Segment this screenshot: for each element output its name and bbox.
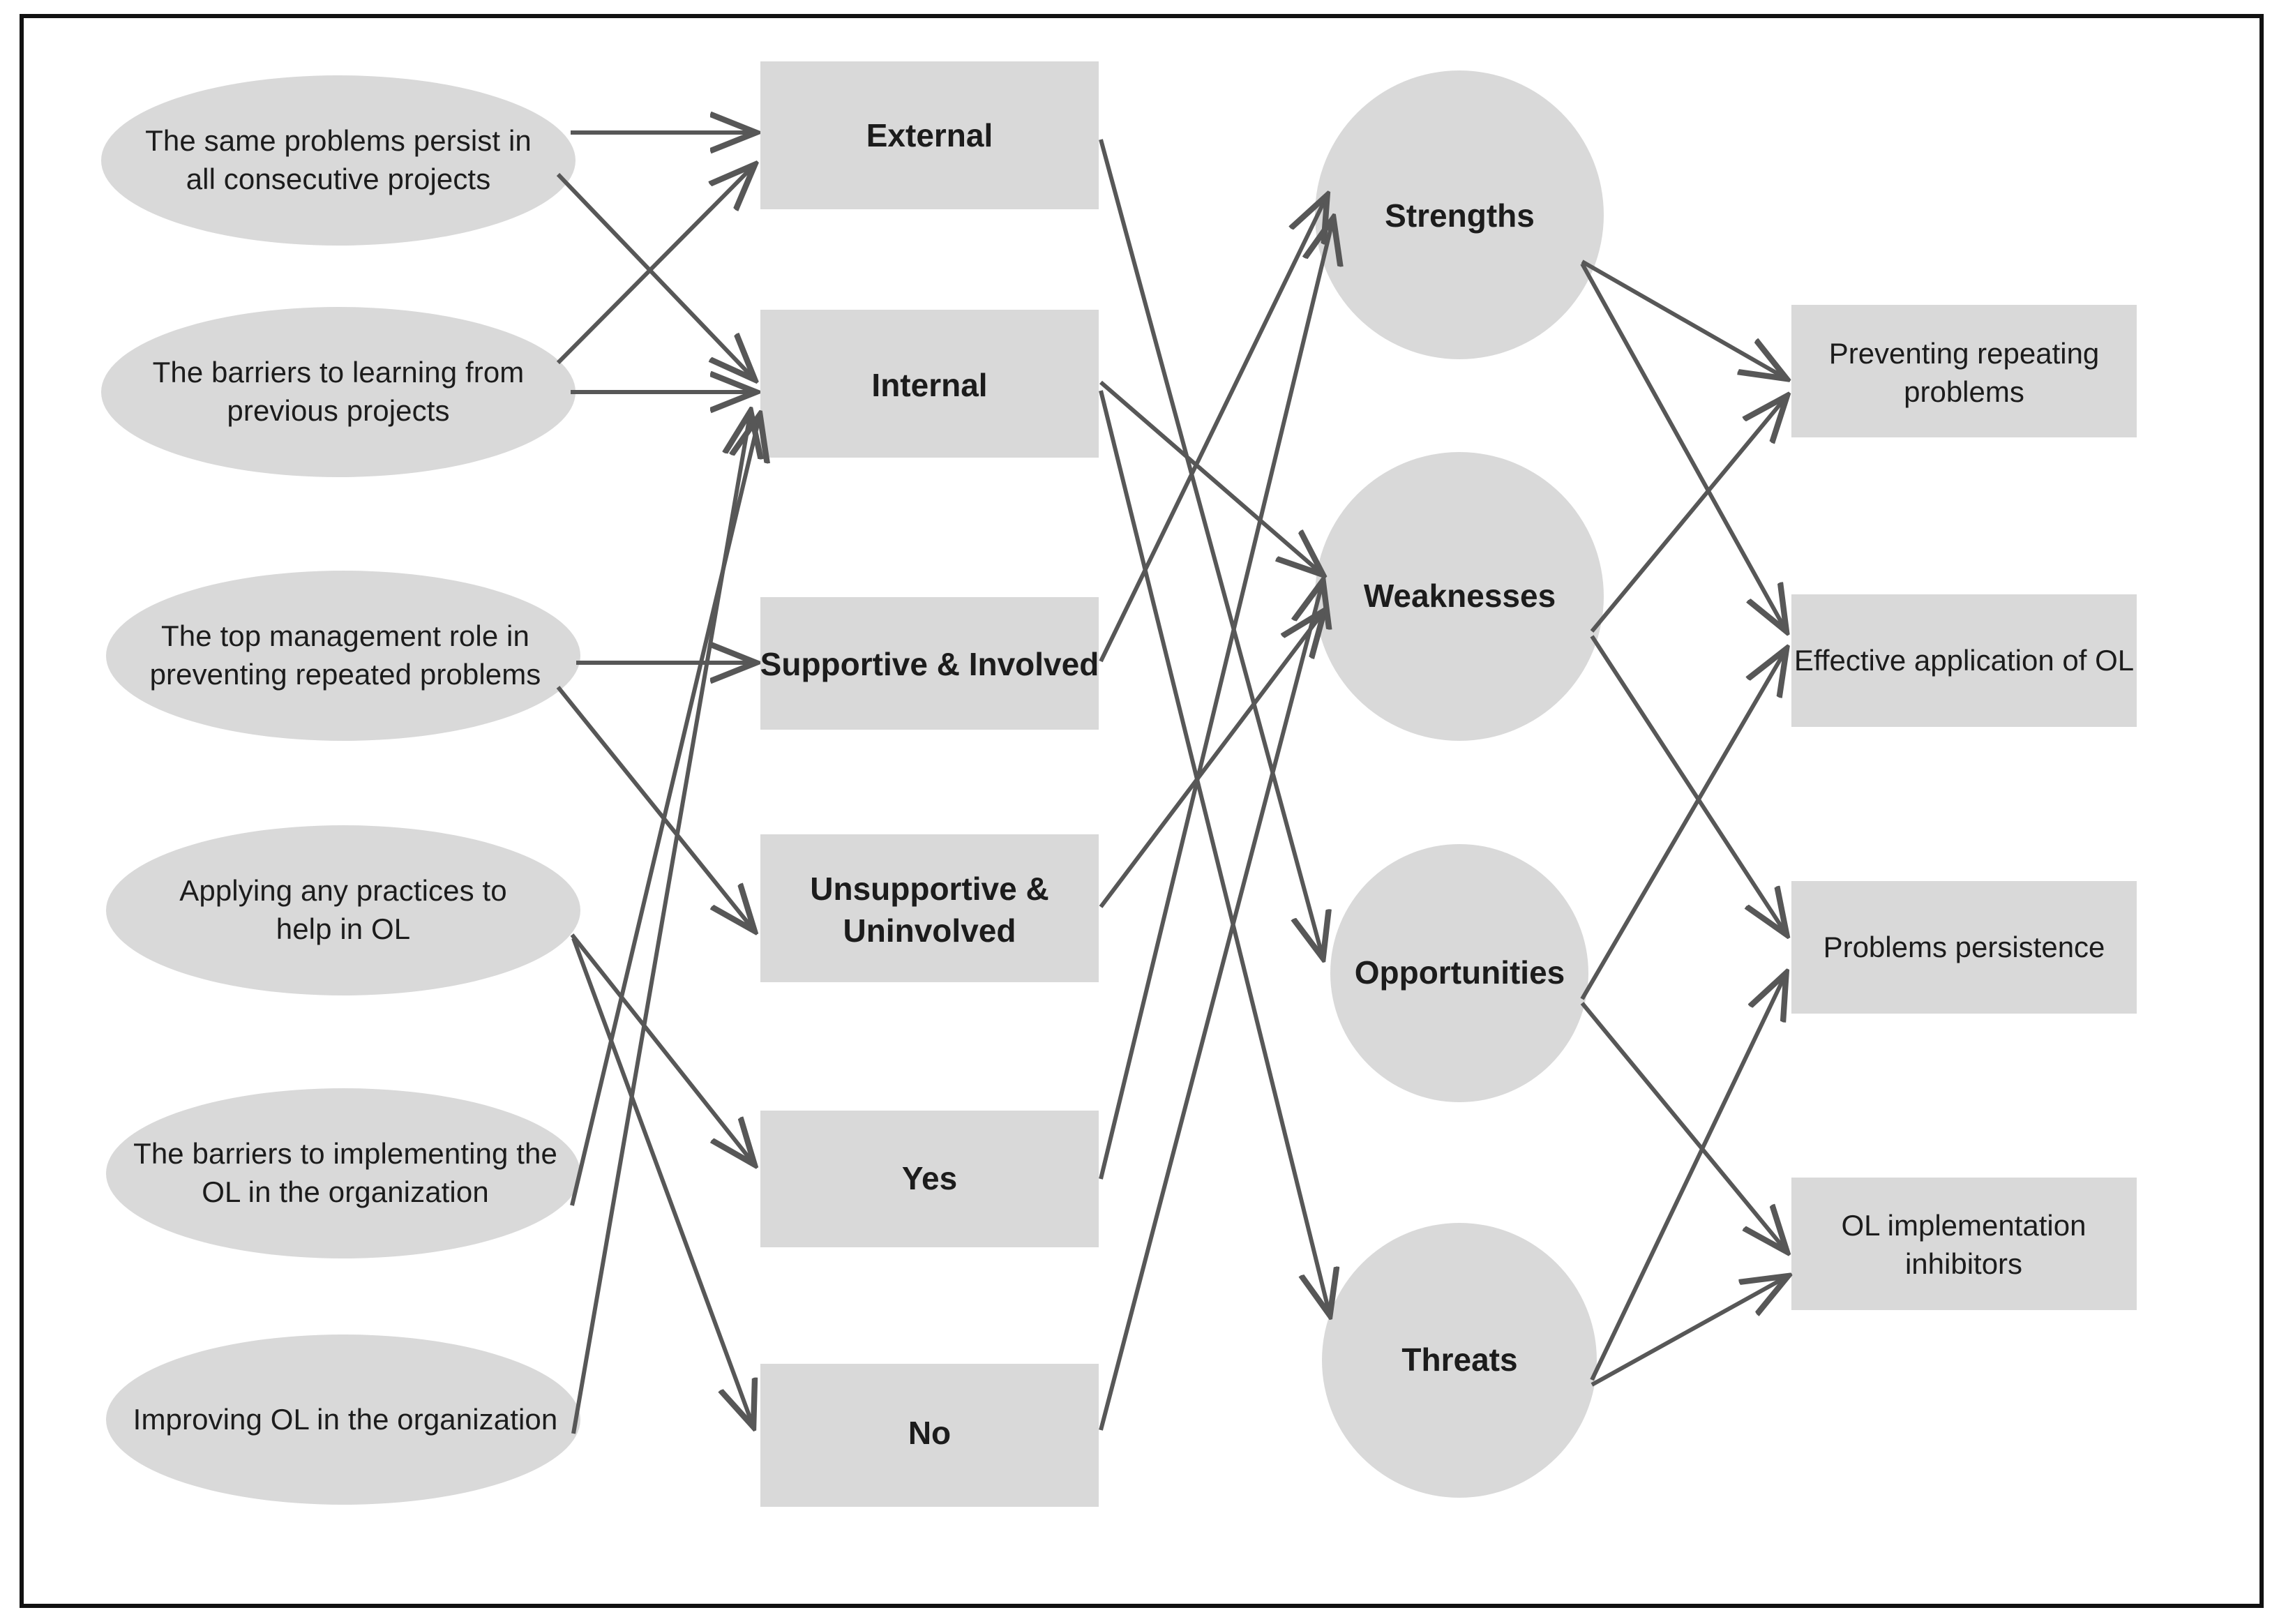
edge-c2-s4	[1099, 390, 1329, 1311]
category-rect-c2[interactable]	[760, 310, 1099, 458]
edge-c3-s1	[1099, 199, 1325, 663]
edge-q4-c5	[570, 933, 752, 1161]
outcome-rect-o2[interactable]	[1791, 594, 2137, 727]
edge-s2-o3	[1590, 635, 1784, 931]
category-rect-c6[interactable]	[760, 1364, 1099, 1507]
category-rect-c5[interactable]	[760, 1111, 1099, 1247]
outcome-rect-o4[interactable]	[1791, 1178, 2137, 1310]
question-ellipse-q4[interactable]	[106, 825, 580, 995]
edge-c4-s2	[1099, 614, 1322, 908]
edge-c2-s2	[1099, 380, 1320, 572]
edge-c5-s1	[1099, 222, 1332, 1180]
category-rect-c4[interactable]	[760, 834, 1099, 982]
edge-q4-c6	[571, 937, 752, 1423]
edge-q1-c2	[556, 172, 752, 377]
edge-q6-c2	[571, 415, 750, 1434]
edge-s4-o3	[1590, 977, 1784, 1381]
edge-s3-o4	[1580, 1002, 1784, 1249]
edge-c6-s2	[1099, 585, 1322, 1431]
swot-circle-s2[interactable]	[1315, 452, 1604, 741]
question-ellipse-q5[interactable]	[106, 1088, 580, 1258]
question-ellipse-q6[interactable]	[106, 1334, 580, 1505]
question-ellipse-q1[interactable]	[101, 75, 576, 246]
question-ellipse-q2[interactable]	[101, 307, 576, 477]
edge-s1-o1	[1581, 260, 1783, 377]
edge-s2-o1	[1590, 399, 1784, 633]
question-ellipse-q3[interactable]	[106, 571, 580, 741]
edge-c1-s3	[1099, 139, 1322, 954]
outcome-rect-o1[interactable]	[1791, 305, 2137, 437]
swot-circle-s1[interactable]	[1315, 70, 1604, 359]
edge-s4-o4	[1591, 1278, 1784, 1387]
category-rect-c1[interactable]	[760, 61, 1099, 209]
swot-circle-s4[interactable]	[1322, 1223, 1597, 1498]
edge-q3-c4	[556, 686, 752, 928]
edge-s1-o2	[1580, 262, 1784, 628]
edge-q2-c1	[556, 167, 752, 365]
edge-s3-o2	[1580, 652, 1784, 1000]
category-rect-c3[interactable]	[760, 597, 1099, 730]
swot-circle-s3[interactable]	[1330, 844, 1588, 1102]
outcome-rect-o3[interactable]	[1791, 881, 2137, 1014]
